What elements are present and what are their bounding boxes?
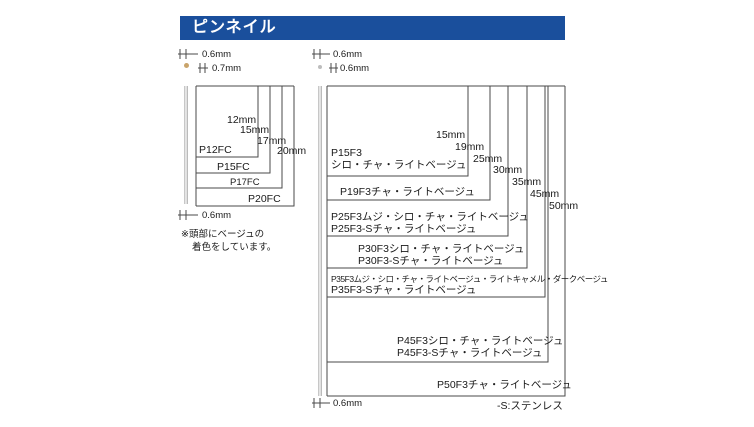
length-label: 15mm bbox=[436, 129, 466, 141]
model-label: P15FC bbox=[217, 161, 250, 173]
model-label: P17FC bbox=[230, 177, 260, 188]
model-label: P30F3-Sチャ・ライトベージュ bbox=[358, 255, 504, 267]
length-label: 30mm bbox=[493, 164, 523, 176]
model-label: P15F3 bbox=[331, 147, 362, 159]
nail-shank-right bbox=[318, 86, 322, 396]
length-label: 50mm bbox=[549, 200, 579, 212]
title-banner: ピンネイル bbox=[180, 16, 565, 40]
model-colors: シロ・チャ・ライトベージュ bbox=[331, 159, 467, 171]
length-label: 19mm bbox=[455, 141, 485, 153]
dim-shank-top-right: 0.6mm bbox=[333, 49, 363, 60]
length-label: 20mm bbox=[277, 145, 307, 157]
length-label: 17mm bbox=[257, 135, 287, 147]
model-label: P20FC bbox=[248, 193, 281, 205]
nail-head-left-icon bbox=[184, 63, 189, 68]
model-label: P19F3チャ・ライトベージュ bbox=[340, 186, 475, 198]
model-label: P50F3チャ・ライトベージュ bbox=[437, 379, 572, 391]
length-label: 12mm bbox=[227, 114, 257, 126]
length-label: 15mm bbox=[240, 124, 270, 136]
note-line: ※頭部にベージュの bbox=[181, 229, 265, 240]
model-label: P12FC bbox=[199, 144, 232, 156]
dim-shank-bottom-right: 0.6mm bbox=[333, 398, 363, 409]
nail-head-right-icon bbox=[318, 65, 322, 69]
model-label: P25F3-Sチャ・ライトベージュ bbox=[331, 223, 477, 235]
model-label: P30F3シロ・チャ・ライトベージュ bbox=[358, 243, 525, 255]
note-line: 着色をしています。 bbox=[192, 242, 277, 253]
length-label: 35mm bbox=[512, 176, 542, 188]
dim-head-right: 0.6mm bbox=[340, 63, 370, 74]
model-label: P45F3-Sチャ・ライトベージュ bbox=[397, 347, 543, 359]
model-label: P25F3ムジ・シロ・チャ・ライトベージュ bbox=[331, 211, 529, 223]
dim-shank-top-left: 0.6mm bbox=[202, 49, 232, 60]
page-title: ピンネイル bbox=[192, 19, 277, 36]
dim-head-left: 0.7mm bbox=[212, 63, 242, 74]
legend-stainless: -S:ステンレス bbox=[497, 400, 563, 412]
length-label: 45mm bbox=[530, 188, 560, 200]
model-label: P35F3ムジ・シロ・チャ・ライトベージュ・ライトキャメル・ダークベージュ bbox=[331, 274, 608, 284]
length-label: 25mm bbox=[473, 153, 503, 165]
model-label: P45F3シロ・チャ・ライトベージュ bbox=[397, 335, 564, 347]
nail-shank-left bbox=[184, 86, 188, 204]
model-label: P35F3-Sチャ・ライトベージュ bbox=[331, 284, 477, 296]
dim-shank-bottom-left: 0.6mm bbox=[202, 210, 232, 221]
